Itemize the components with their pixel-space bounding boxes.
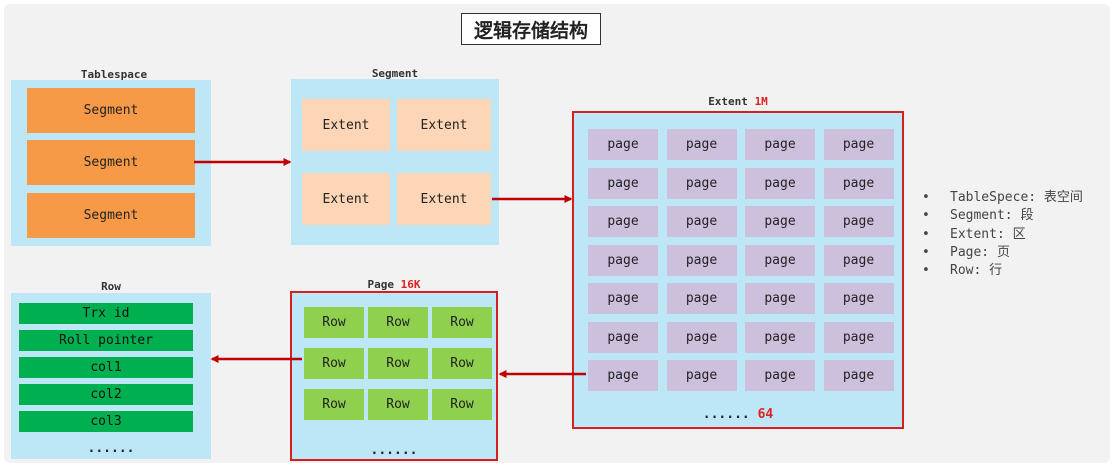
arrows-layer: [194, 158, 586, 378]
page-row: Row: [304, 348, 364, 379]
page-row: Row: [304, 389, 364, 420]
tablespace-segment: Segment: [27, 193, 195, 238]
page-row: Row: [368, 389, 428, 420]
extent-page: page: [666, 360, 737, 391]
tablespace-segment: Segment: [27, 88, 195, 133]
page-row: Row: [368, 307, 428, 338]
extent-page: page: [588, 283, 658, 314]
diagram-canvas: 逻辑存储结构 Tablespace Segment Segment Segmen…: [4, 4, 1110, 463]
page-size: 16K: [400, 278, 421, 291]
row-field: Trx id: [19, 303, 193, 324]
legend-bullet: •: [922, 226, 930, 242]
segment-panel: Extent Extent Extent Extent: [291, 79, 499, 245]
extent-page: page: [588, 360, 658, 391]
row-field: Roll pointer: [19, 330, 193, 351]
extent-footer-dots: ......: [702, 407, 750, 422]
extent-page: page: [745, 167, 815, 199]
extent-page: page: [745, 321, 815, 353]
row-panel: Trx id Roll pointer col1 col2 col3 .....…: [11, 293, 211, 459]
extent-page: page: [745, 244, 815, 276]
row-label: Row: [101, 280, 121, 293]
legend-bullet: •: [922, 190, 930, 205]
extent-page: page: [588, 244, 658, 276]
legend-text: TableSpece: 表空间: [950, 190, 1083, 205]
row-footer: ......: [87, 441, 135, 456]
legend-bullet: •: [922, 263, 930, 279]
segment-extent: Extent: [397, 173, 491, 225]
extent-page: page: [745, 206, 815, 237]
row-field: col1: [19, 357, 193, 378]
row-field: col3: [19, 411, 193, 432]
extent-page: page: [666, 283, 737, 314]
extent-page: page: [823, 360, 894, 391]
extent-page: page: [823, 206, 894, 237]
extent-page: page: [823, 129, 894, 160]
extent-page: page: [666, 244, 737, 276]
legend-text: Segment: 段: [950, 208, 1034, 224]
tablespace-label: Tablespace: [80, 68, 148, 81]
extent-page: page: [666, 206, 737, 237]
legend-item: • Page: 页: [922, 244, 1083, 262]
legend-item: • Row: 行: [922, 262, 1083, 280]
segment-extent: Extent: [302, 99, 390, 151]
diagram-title: 逻辑存储结构: [461, 13, 601, 45]
extent-page: page: [588, 321, 658, 353]
extent-page: page: [745, 283, 815, 314]
row-field: col2: [19, 384, 193, 405]
extent-page: page: [588, 206, 658, 237]
extent-page: page: [588, 129, 658, 160]
legend-text: Extent: 区: [950, 226, 1026, 242]
tablespace-panel: Segment Segment Segment: [11, 80, 211, 246]
extent-label: Extent 1M: [572, 95, 904, 108]
extent-page: page: [823, 283, 894, 314]
page-footer: ......: [370, 443, 418, 458]
page-row: Row: [432, 389, 492, 420]
extent-page: page: [588, 167, 658, 199]
extent-page: page: [745, 360, 815, 391]
extent-page: page: [666, 167, 737, 199]
segment-extent: Extent: [397, 99, 491, 151]
tablespace-segment: Segment: [27, 140, 195, 185]
extent-page: page: [823, 167, 894, 199]
legend-text: Row: 行: [950, 263, 1003, 279]
legend-bullet: •: [922, 244, 930, 260]
extent-page: page: [666, 129, 737, 160]
extent-page: page: [745, 129, 815, 160]
legend-text: Page: 页: [950, 244, 1010, 260]
page-row: Row: [432, 307, 492, 338]
legend-item: • Extent: 区: [922, 226, 1083, 244]
extent-size: 1M: [754, 95, 768, 108]
page-row: Row: [304, 307, 364, 338]
page-label: Page 16K: [290, 278, 498, 291]
legend: •TableSpece: 表空间 •Segment: 段 •Extent: 区 …: [922, 189, 1083, 280]
extent-page-count: 64: [757, 407, 774, 422]
extent-page: page: [823, 321, 894, 353]
extent-page: page: [823, 244, 894, 276]
extent-page: page: [666, 321, 737, 353]
extent-label-text: Extent: [708, 95, 748, 108]
page-label-text: Page: [367, 278, 395, 291]
legend-bullet: •: [922, 208, 930, 224]
legend-item: • Segment: 段: [922, 207, 1083, 225]
page-row: Row: [368, 348, 428, 379]
segment-label: Segment: [371, 67, 419, 80]
segment-extent: Extent: [302, 173, 390, 225]
extent-footer: ...... 64: [574, 407, 902, 422]
legend-item: • TableSpece: 表空间: [922, 189, 1083, 207]
page-row: Row: [432, 348, 492, 379]
